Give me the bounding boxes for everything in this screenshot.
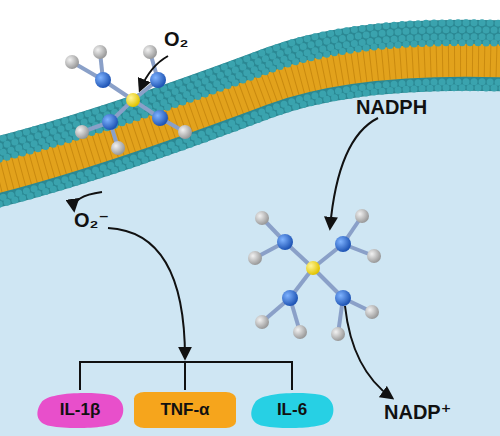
- node-outline: [134, 392, 236, 428]
- o2-arrow: [140, 56, 168, 90]
- species-label: O₂⁻: [74, 208, 109, 232]
- species-label: NADPH: [356, 96, 427, 119]
- cytokine-node: IL-1β: [34, 391, 126, 429]
- superoxide-arrow: [74, 192, 102, 210]
- species-label: NADP⁺: [384, 400, 451, 424]
- nadp-arrow: [345, 306, 392, 398]
- nadph-arrow: [330, 118, 378, 228]
- cytokine-label: TNF-α: [160, 400, 209, 420]
- bracket: [80, 362, 292, 390]
- lipid-bilayer: [0, 23, 500, 209]
- cytokine-node: TNF-α: [134, 392, 236, 428]
- molecule-top: [65, 45, 192, 155]
- cytokine-label: IL-1β: [60, 400, 101, 420]
- cytokine-label: IL-6: [277, 400, 307, 420]
- species-label: O₂: [164, 28, 188, 51]
- cytokine-arrow: [108, 228, 185, 358]
- node-outline: [37, 393, 123, 428]
- node-outline: [251, 393, 333, 428]
- molecule-bottom: [248, 209, 381, 341]
- cytokine-node: IL-6: [248, 391, 336, 429]
